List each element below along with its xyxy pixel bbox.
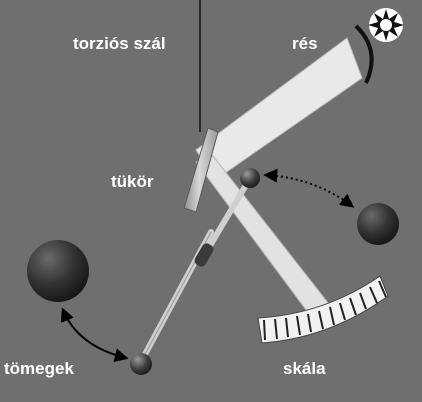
small-mass-lower: [130, 353, 152, 375]
large-mass-left: [27, 240, 89, 302]
attraction-arrow-lower: [60, 307, 129, 363]
attraction-arrow-upper: [263, 168, 355, 208]
torsion-fiber-label: torziós szál: [73, 34, 166, 53]
scale: [257, 275, 389, 344]
sun-icon: [368, 8, 404, 42]
large-mass-right: [357, 203, 399, 245]
balance-rod-upper: [202, 177, 252, 257]
scale-label: skála: [283, 359, 326, 378]
small-mass-upper: [240, 168, 260, 188]
rod-clamp: [194, 243, 214, 267]
incoming-light-beam: [195, 37, 363, 181]
slit: [354, 24, 374, 84]
mirror: [183, 127, 219, 213]
slit-label: rés: [292, 34, 318, 53]
reflected-light-beam: [195, 155, 341, 327]
mirror-label: tükör: [111, 172, 154, 191]
masses-label: tömegek: [4, 359, 74, 378]
